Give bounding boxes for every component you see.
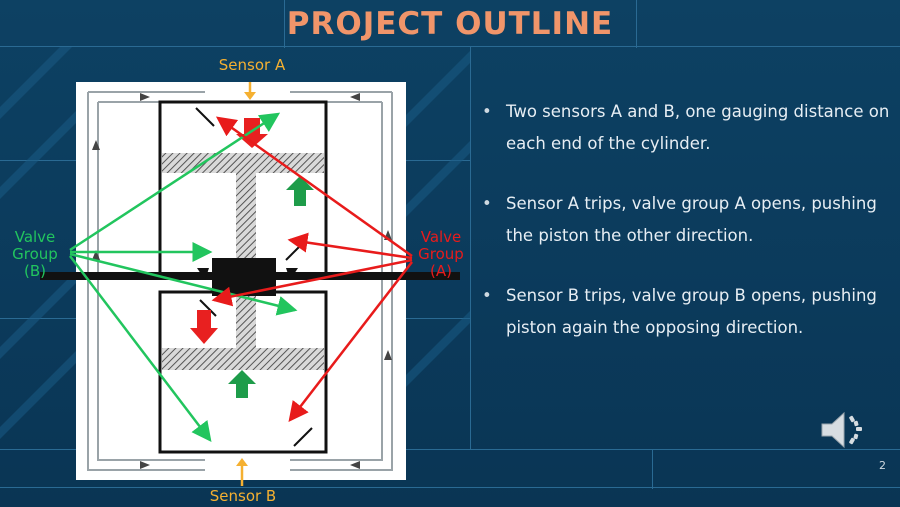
frame-v4 bbox=[652, 449, 653, 489]
green-arrow-upper bbox=[286, 176, 314, 206]
frame-bottom-2 bbox=[0, 487, 900, 488]
sensor-b-label: Sensor B bbox=[209, 487, 277, 505]
upper-piston bbox=[162, 153, 324, 173]
bullet-item: Sensor B trips, valve group B opens, pus… bbox=[478, 280, 898, 344]
green-arrow-lower bbox=[228, 370, 256, 398]
valve-group-b-line-2: Group bbox=[12, 245, 58, 263]
slide-title: PROJECT OUTLINE bbox=[286, 6, 614, 42]
red-arrow-lower bbox=[190, 310, 218, 344]
valve-group-a-line-1: Valve bbox=[420, 228, 462, 246]
decorative-stripes-right bbox=[404, 47, 470, 449]
valve-group-b-label: Valve Group (B) bbox=[2, 229, 68, 280]
frame-v1 bbox=[284, 0, 285, 48]
page-number: 2 bbox=[879, 459, 886, 472]
pneumatic-cylinder-diagram bbox=[40, 82, 460, 486]
frame-h-mid4 bbox=[406, 318, 470, 319]
decorative-stripes-left bbox=[0, 47, 80, 449]
frame-v2 bbox=[636, 0, 637, 48]
speaker-icon[interactable] bbox=[818, 408, 870, 456]
valve-group-a-label: Valve Group (A) bbox=[412, 229, 470, 280]
frame-bottom bbox=[0, 449, 900, 450]
valve-group-b-line-3: (B) bbox=[24, 262, 46, 280]
valve-group-a-line-3: (A) bbox=[430, 262, 452, 280]
valve-group-a-line-2: Group bbox=[418, 245, 464, 263]
bullet-item: Two sensors A and B, one gauging distanc… bbox=[478, 96, 898, 160]
sensor-a-label: Sensor A bbox=[218, 56, 286, 74]
bullet-list: Two sensors A and B, one gauging distanc… bbox=[478, 96, 898, 372]
frame-v3 bbox=[470, 46, 471, 450]
frame-h-mid3 bbox=[406, 160, 470, 161]
lower-piston bbox=[162, 348, 324, 370]
bullet-item: Sensor A trips, valve group A opens, pus… bbox=[478, 188, 898, 252]
frame-top bbox=[0, 46, 900, 47]
valve-group-b-line-1: Valve bbox=[14, 228, 56, 246]
